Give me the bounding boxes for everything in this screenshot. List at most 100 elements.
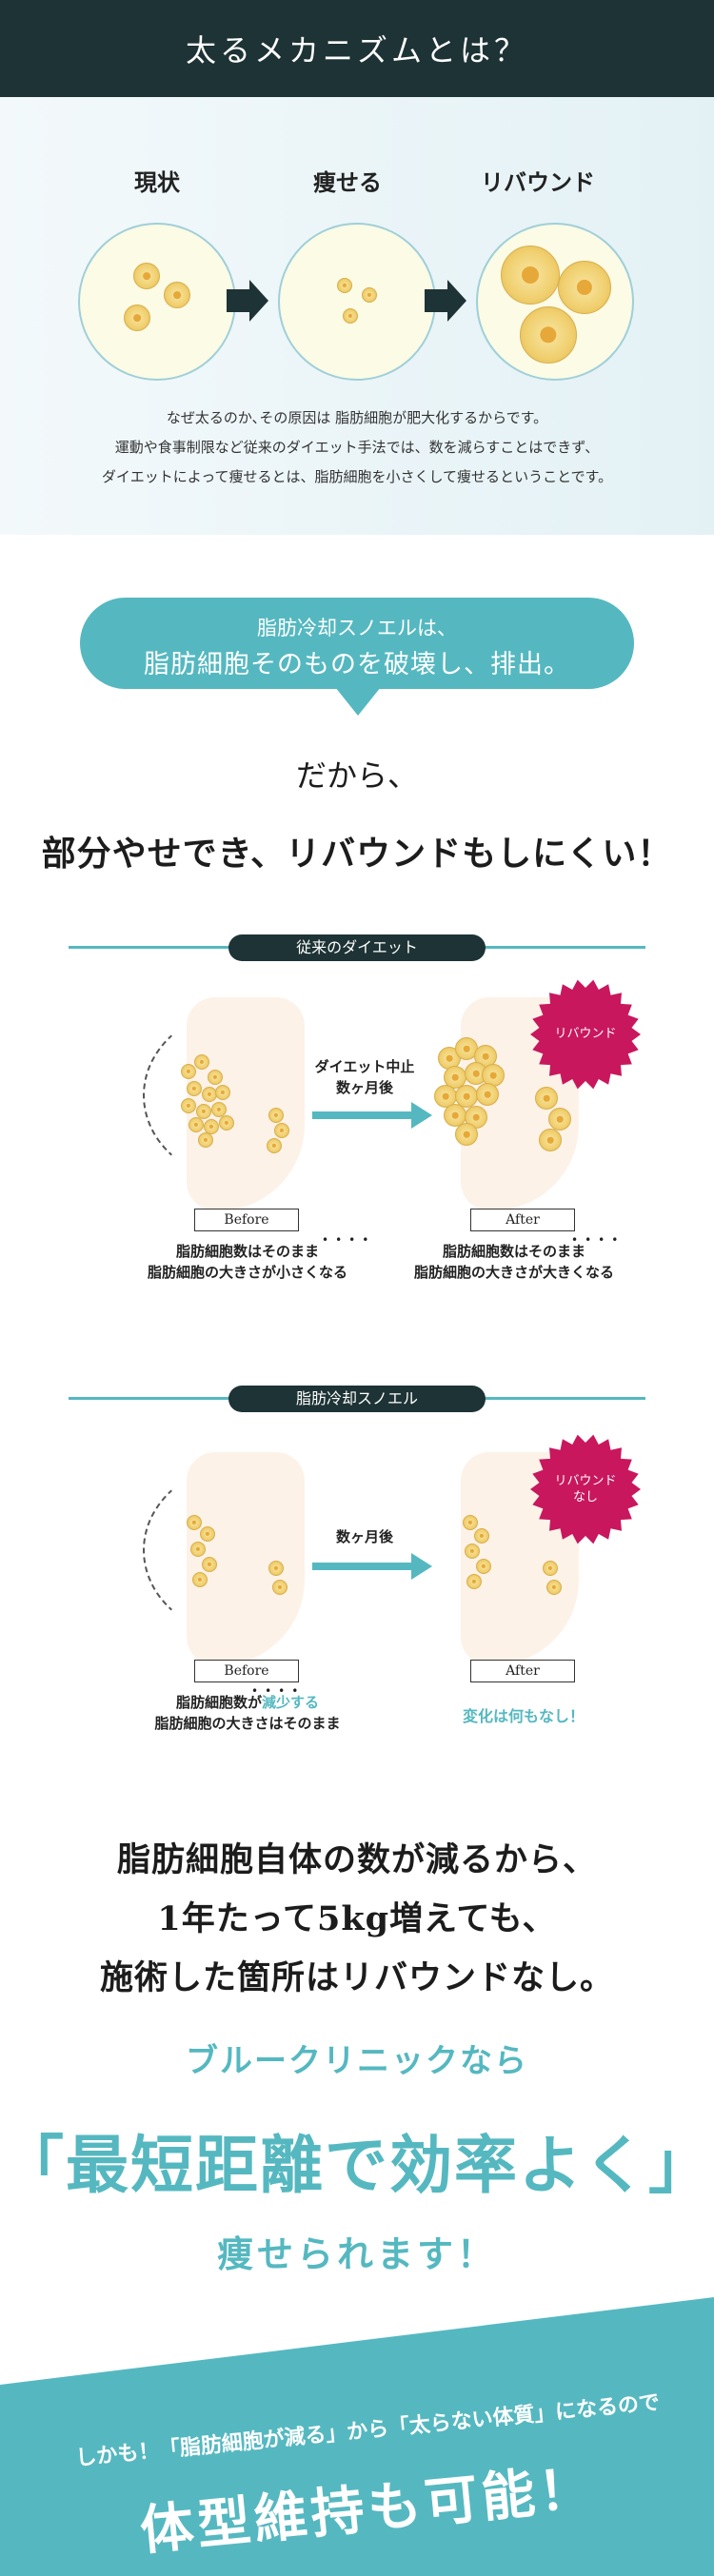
after-tag: After bbox=[470, 1660, 575, 1682]
rebound-badge-label: リバウンド bbox=[554, 1027, 617, 1041]
fat-cell bbox=[474, 1528, 489, 1544]
caption-emphasis: そのまま bbox=[262, 1243, 320, 1260]
snoel-pill: 脂肪冷却スノエル bbox=[228, 1386, 486, 1412]
fat-cell bbox=[343, 308, 358, 324]
fat-cell bbox=[465, 1106, 487, 1129]
conventional-after-caption: 脂肪細胞数はそのまま 脂肪細胞の大きさが大きくなる bbox=[362, 1241, 666, 1283]
fat-cell bbox=[215, 1085, 230, 1100]
rebound-badge-icon bbox=[530, 979, 641, 1090]
arrow-right-icon bbox=[411, 1102, 432, 1129]
arrow-right-icon bbox=[425, 280, 466, 322]
fat-cell bbox=[164, 282, 190, 308]
caption-text: 脂肪細胞数は bbox=[175, 1243, 262, 1260]
fat-cell bbox=[543, 1561, 558, 1576]
conventional-diet-pill: 従来のダイエット bbox=[228, 934, 486, 961]
fat-cell bbox=[181, 1098, 196, 1113]
fat-cell-circle-current bbox=[78, 223, 236, 381]
fat-cell bbox=[274, 1123, 289, 1138]
fat-cell bbox=[546, 1580, 562, 1595]
fat-cell bbox=[194, 1054, 209, 1070]
fat-cell bbox=[187, 1081, 202, 1096]
bubble-line-2: 脂肪細胞そのものを破壊し、排出。 bbox=[144, 650, 570, 679]
caption-emphasis: 減少する bbox=[262, 1694, 320, 1711]
emphasis-dots: •••• bbox=[571, 1233, 625, 1247]
fat-cell bbox=[267, 1138, 282, 1153]
fat-cell bbox=[192, 1572, 208, 1587]
fat-cell bbox=[204, 1119, 219, 1134]
summary-line-1: 脂肪細胞自体の数が減るから、 bbox=[116, 1840, 597, 1879]
fat-cell bbox=[181, 1064, 196, 1079]
fat-cell bbox=[455, 1123, 478, 1146]
fat-cell bbox=[188, 1117, 204, 1132]
fat-cell bbox=[463, 1515, 478, 1530]
conventional-arrow-caption: ダイエット中止 数ヶ月後 bbox=[303, 1056, 426, 1098]
caption-text: 脂肪細胞の大きさが大きくなる bbox=[413, 1264, 614, 1281]
stage-label-rebound: リバウンド bbox=[481, 169, 595, 196]
bubble-line-1: 脂肪冷却スノエルは、 bbox=[257, 617, 457, 639]
body-outline-arc bbox=[143, 1007, 352, 1184]
clinic-line-3: 痩せられます！ bbox=[216, 2233, 497, 2275]
therefore-text: だから、 bbox=[295, 757, 418, 794]
fat-cell bbox=[211, 1102, 227, 1117]
arrow-right-icon bbox=[411, 1553, 432, 1580]
fat-cell bbox=[133, 263, 160, 289]
fat-cell bbox=[520, 306, 577, 364]
summary-line-3: 施術した箇所はリバウンドなし。 bbox=[99, 1958, 614, 1997]
no-rebound-badge-label: リバウンド なし bbox=[529, 1473, 642, 1505]
fat-cell bbox=[476, 1559, 491, 1574]
fat-cell bbox=[362, 287, 377, 303]
fat-cell bbox=[200, 1526, 215, 1542]
fat-cell bbox=[535, 1087, 558, 1110]
emphasis-dots: •••• bbox=[251, 1684, 306, 1698]
fat-cell bbox=[476, 1083, 499, 1106]
snoel-arrow-caption: 数ヶ月後 bbox=[335, 1528, 393, 1545]
mechanism-description: なぜ太るのか､その原因は 脂肪細胞が肥大化するからです。 運動や食事制限など従来… bbox=[0, 403, 714, 492]
teal-banner bbox=[0, 2297, 714, 2576]
clinic-line-2: 「最短距離で効率よく」 bbox=[1, 2129, 713, 2202]
stage-label-slim: 痩せる bbox=[313, 169, 382, 196]
fat-cell-circle-slim bbox=[278, 223, 436, 381]
mechanism-text-line: ダイエットによって痩せるとは、脂肪細胞を小さくして痩せるということです。 bbox=[101, 468, 613, 485]
no-change-note: 変化は何もなし！ bbox=[462, 1707, 585, 1725]
badge-line: なし bbox=[572, 1490, 598, 1504]
emphasis-dots: •••• bbox=[322, 1233, 376, 1247]
badge-line: リバウンド bbox=[554, 1474, 617, 1488]
fat-cell bbox=[124, 305, 150, 331]
section-header: 太るメカニズムとは？ bbox=[0, 0, 714, 97]
fat-cell bbox=[219, 1115, 234, 1131]
fat-cell bbox=[187, 1515, 202, 1530]
caption-text: 脂肪細胞数は bbox=[442, 1243, 528, 1260]
arrow-right-icon bbox=[227, 280, 268, 322]
fat-cell bbox=[558, 261, 611, 314]
fat-cell bbox=[208, 1070, 223, 1085]
fat-cell bbox=[272, 1580, 288, 1595]
speech-bubble bbox=[80, 598, 634, 689]
caption-emphasis: そのまま bbox=[528, 1243, 586, 1260]
mechanism-section: 現状 痩せる リバウンド なぜ太るのか､その原因は 脂肪細胞が肥大化するからです… bbox=[0, 97, 714, 535]
fat-cell bbox=[465, 1544, 480, 1559]
caption-text: 脂肪細胞の大きさはそのまま bbox=[154, 1715, 341, 1732]
fat-cell bbox=[501, 246, 560, 305]
arrow-caption-line: 数ヶ月後 bbox=[335, 1079, 393, 1096]
fat-cell bbox=[539, 1129, 562, 1151]
fat-cell bbox=[268, 1108, 284, 1123]
conventional-before-caption: 脂肪細胞数はそのまま 脂肪細胞の大きさが小さくなる bbox=[95, 1241, 400, 1283]
arrow-shaft bbox=[312, 1111, 413, 1119]
caption-text: 脂肪細胞の大きさが小さくなる bbox=[147, 1264, 347, 1281]
clinic-line-1: ブルークリニックなら bbox=[186, 2042, 528, 2080]
before-tag: Before bbox=[194, 1209, 299, 1231]
summary-line-2: 1年たって5kg増えても、 bbox=[157, 1899, 557, 1938]
fat-cell bbox=[466, 1574, 482, 1589]
fat-cell bbox=[548, 1108, 571, 1131]
no-rebound-badge-icon bbox=[530, 1434, 641, 1544]
fat-cell bbox=[198, 1132, 213, 1148]
arrow-caption-line: ダイエット中止 bbox=[314, 1058, 415, 1075]
after-tag: After bbox=[470, 1209, 575, 1231]
caption-text: 脂肪細胞数が bbox=[175, 1694, 262, 1711]
before-tag: Before bbox=[194, 1660, 299, 1682]
stage-label-current: 現状 bbox=[134, 169, 180, 196]
fat-cell-circle-rebound bbox=[476, 223, 634, 381]
fat-cell bbox=[202, 1557, 217, 1572]
mechanism-text-line: なぜ太るのか､その原因は 脂肪細胞が肥大化するからです。 bbox=[166, 409, 548, 426]
main-headline: 部分やせでき、リバウンドもしにくい！ bbox=[41, 834, 673, 874]
